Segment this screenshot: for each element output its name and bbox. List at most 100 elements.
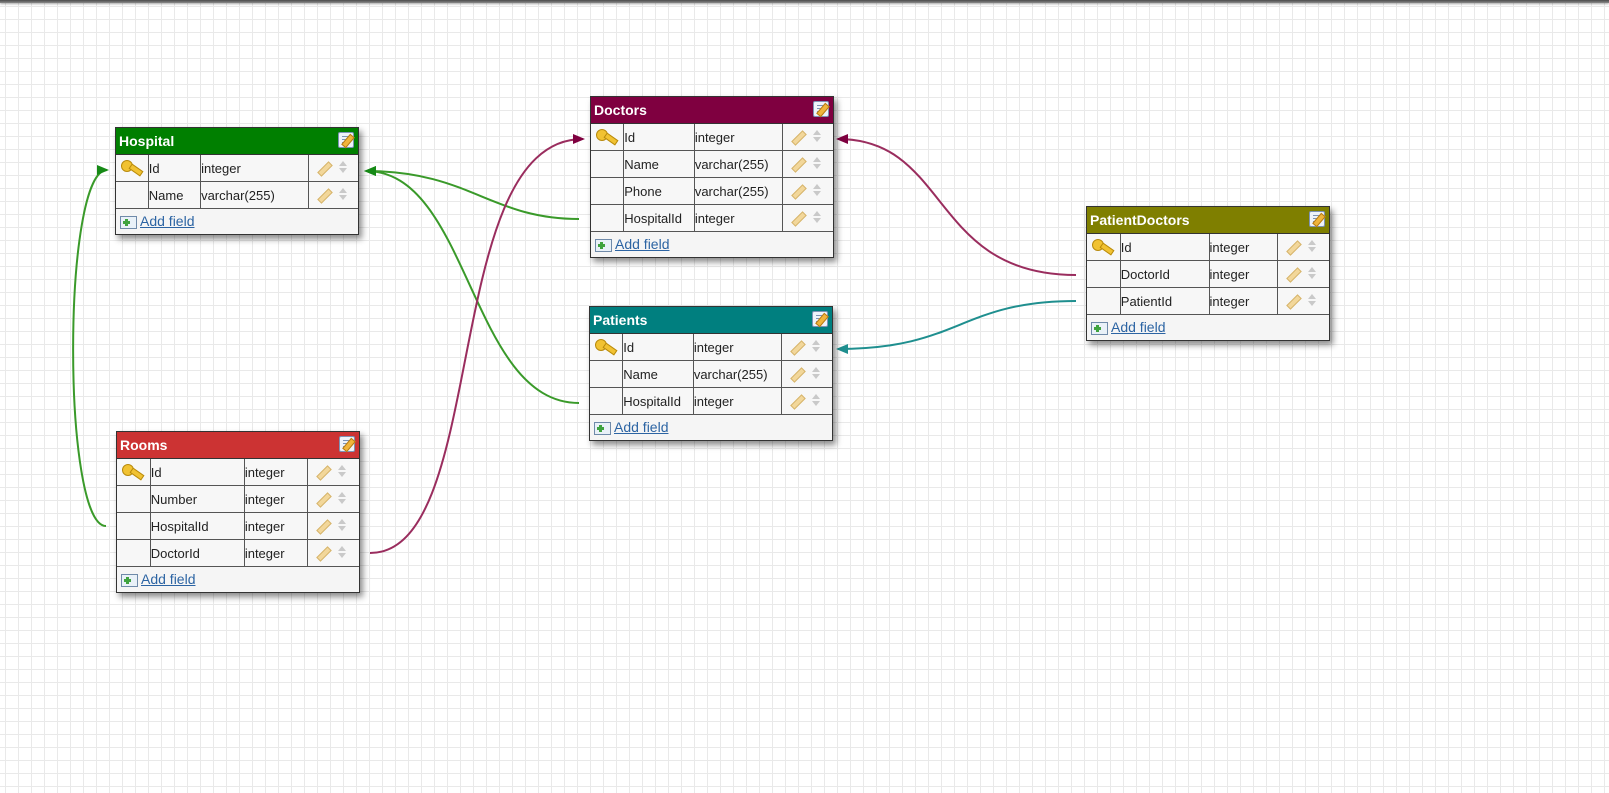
add-field-icon[interactable] bbox=[1091, 321, 1108, 335]
field-row[interactable]: Id integer bbox=[1087, 234, 1329, 261]
field-name: HospitalId bbox=[150, 512, 245, 540]
field-row[interactable]: HospitalId integer bbox=[590, 387, 832, 415]
edit-table-icon[interactable] bbox=[812, 311, 828, 327]
edit-field-icon[interactable] bbox=[316, 161, 333, 177]
table-header[interactable]: Rooms bbox=[117, 432, 359, 459]
reorder-arrows-icon[interactable] bbox=[812, 367, 821, 379]
field-row[interactable]: Id integer bbox=[590, 334, 832, 361]
add-field-icon[interactable] bbox=[595, 238, 612, 252]
field-row[interactable]: HospitalId integer bbox=[591, 204, 833, 232]
primary-key-icon bbox=[1092, 238, 1114, 256]
table-patientdoctors[interactable]: PatientDoctors Id integer DoctorId integ… bbox=[1086, 206, 1330, 341]
table-title: Hospital bbox=[119, 133, 175, 149]
reorder-arrows-icon[interactable] bbox=[338, 465, 347, 477]
reorder-arrows-icon[interactable] bbox=[338, 546, 347, 558]
field-row[interactable]: Name varchar(255) bbox=[591, 150, 833, 178]
table-header[interactable]: PatientDoctors bbox=[1087, 207, 1329, 234]
table-doctors[interactable]: Doctors Id integer Name varchar(255) Pho… bbox=[590, 96, 834, 258]
table-title: Patients bbox=[593, 312, 648, 328]
field-name: Id bbox=[623, 124, 695, 151]
edit-field-icon[interactable] bbox=[791, 184, 807, 200]
field-row[interactable]: Id integer bbox=[116, 155, 358, 182]
reorder-arrows-icon[interactable] bbox=[338, 161, 347, 173]
field-row[interactable]: Name varchar(255) bbox=[590, 360, 832, 388]
add-field-link[interactable]: Add field bbox=[141, 571, 196, 587]
field-row[interactable]: Id integer bbox=[591, 124, 833, 151]
reorder-arrows-icon[interactable] bbox=[813, 211, 822, 223]
key-cell bbox=[117, 459, 151, 486]
field-type: integer bbox=[694, 204, 784, 232]
table-rooms[interactable]: Rooms Id integer Number integer Hospital… bbox=[116, 431, 360, 593]
field-actions bbox=[782, 204, 833, 232]
field-row[interactable]: Number integer bbox=[117, 485, 359, 513]
table-header[interactable]: Doctors bbox=[591, 97, 833, 124]
field-type: integer bbox=[244, 485, 309, 513]
table-header[interactable]: Hospital bbox=[116, 128, 358, 155]
edit-field-icon[interactable] bbox=[316, 519, 332, 535]
field-name: Phone bbox=[623, 177, 695, 205]
field-row[interactable]: PatientId integer bbox=[1087, 287, 1329, 315]
field-row[interactable]: DoctorId integer bbox=[117, 539, 359, 567]
edit-field-icon[interactable] bbox=[1286, 294, 1303, 310]
primary-key-icon bbox=[122, 463, 144, 481]
field-row[interactable]: Name varchar(255) bbox=[116, 181, 358, 209]
edit-field-icon[interactable] bbox=[1286, 267, 1303, 283]
reorder-arrows-icon[interactable] bbox=[813, 157, 822, 169]
edit-table-icon[interactable] bbox=[813, 101, 829, 117]
field-type: integer bbox=[693, 387, 783, 415]
add-field-row: Add field bbox=[590, 415, 832, 440]
table-patients[interactable]: Patients Id integer Name varchar(255) Ho… bbox=[589, 306, 833, 441]
add-field-icon[interactable] bbox=[594, 421, 611, 435]
add-field-icon[interactable] bbox=[120, 215, 137, 229]
add-field-row: Add field bbox=[117, 567, 359, 592]
edit-field-icon[interactable] bbox=[791, 130, 807, 146]
table-header[interactable]: Patients bbox=[590, 307, 832, 334]
reorder-arrows-icon[interactable] bbox=[812, 394, 821, 406]
edit-field-icon[interactable] bbox=[316, 546, 332, 562]
add-field-link[interactable]: Add field bbox=[615, 236, 670, 252]
reorder-arrows-icon[interactable] bbox=[1308, 294, 1317, 306]
reorder-arrows-icon[interactable] bbox=[813, 184, 822, 196]
key-cell bbox=[590, 334, 624, 361]
edit-field-icon[interactable] bbox=[790, 340, 806, 356]
reorder-arrows-icon[interactable] bbox=[812, 340, 821, 352]
table-hospital[interactable]: Hospital Id integer Name varchar(255) Ad… bbox=[115, 127, 359, 235]
add-field-icon[interactable] bbox=[121, 573, 138, 587]
edit-field-icon[interactable] bbox=[790, 367, 806, 383]
field-actions bbox=[308, 181, 358, 209]
edit-table-icon[interactable] bbox=[1309, 211, 1325, 227]
add-field-link[interactable]: Add field bbox=[614, 419, 669, 435]
edit-field-icon[interactable] bbox=[316, 188, 333, 204]
field-name: Id bbox=[148, 155, 202, 182]
field-row[interactable]: DoctorId integer bbox=[1087, 260, 1329, 288]
field-type: varchar(255) bbox=[694, 150, 784, 178]
key-cell bbox=[591, 124, 625, 151]
edit-field-icon[interactable] bbox=[790, 394, 806, 410]
edit-field-icon[interactable] bbox=[791, 157, 807, 173]
reorder-arrows-icon[interactable] bbox=[1308, 267, 1317, 279]
field-row[interactable]: Id integer bbox=[117, 459, 359, 486]
edit-table-icon[interactable] bbox=[338, 132, 354, 148]
edit-field-icon[interactable] bbox=[316, 492, 332, 508]
edit-field-icon[interactable] bbox=[1286, 240, 1303, 256]
table-title: PatientDoctors bbox=[1090, 212, 1190, 228]
link-patientdoctors-doctors bbox=[836, 134, 1077, 276]
add-field-link[interactable]: Add field bbox=[1111, 319, 1166, 335]
reorder-arrows-icon[interactable] bbox=[338, 519, 347, 531]
field-row[interactable]: Phone varchar(255) bbox=[591, 177, 833, 205]
key-cell bbox=[1087, 234, 1121, 261]
edit-table-icon[interactable] bbox=[339, 436, 355, 452]
field-actions bbox=[781, 360, 832, 388]
reorder-arrows-icon[interactable] bbox=[338, 492, 347, 504]
reorder-arrows-icon[interactable] bbox=[1308, 240, 1317, 252]
field-row[interactable]: HospitalId integer bbox=[117, 512, 359, 540]
reorder-arrows-icon[interactable] bbox=[813, 130, 822, 142]
add-field-link[interactable]: Add field bbox=[140, 213, 195, 229]
table-title: Doctors bbox=[594, 102, 647, 118]
edit-field-icon[interactable] bbox=[791, 211, 807, 227]
reorder-arrows-icon[interactable] bbox=[338, 188, 347, 200]
field-actions bbox=[307, 459, 359, 486]
edit-field-icon[interactable] bbox=[316, 465, 332, 481]
key-cell bbox=[591, 177, 625, 205]
